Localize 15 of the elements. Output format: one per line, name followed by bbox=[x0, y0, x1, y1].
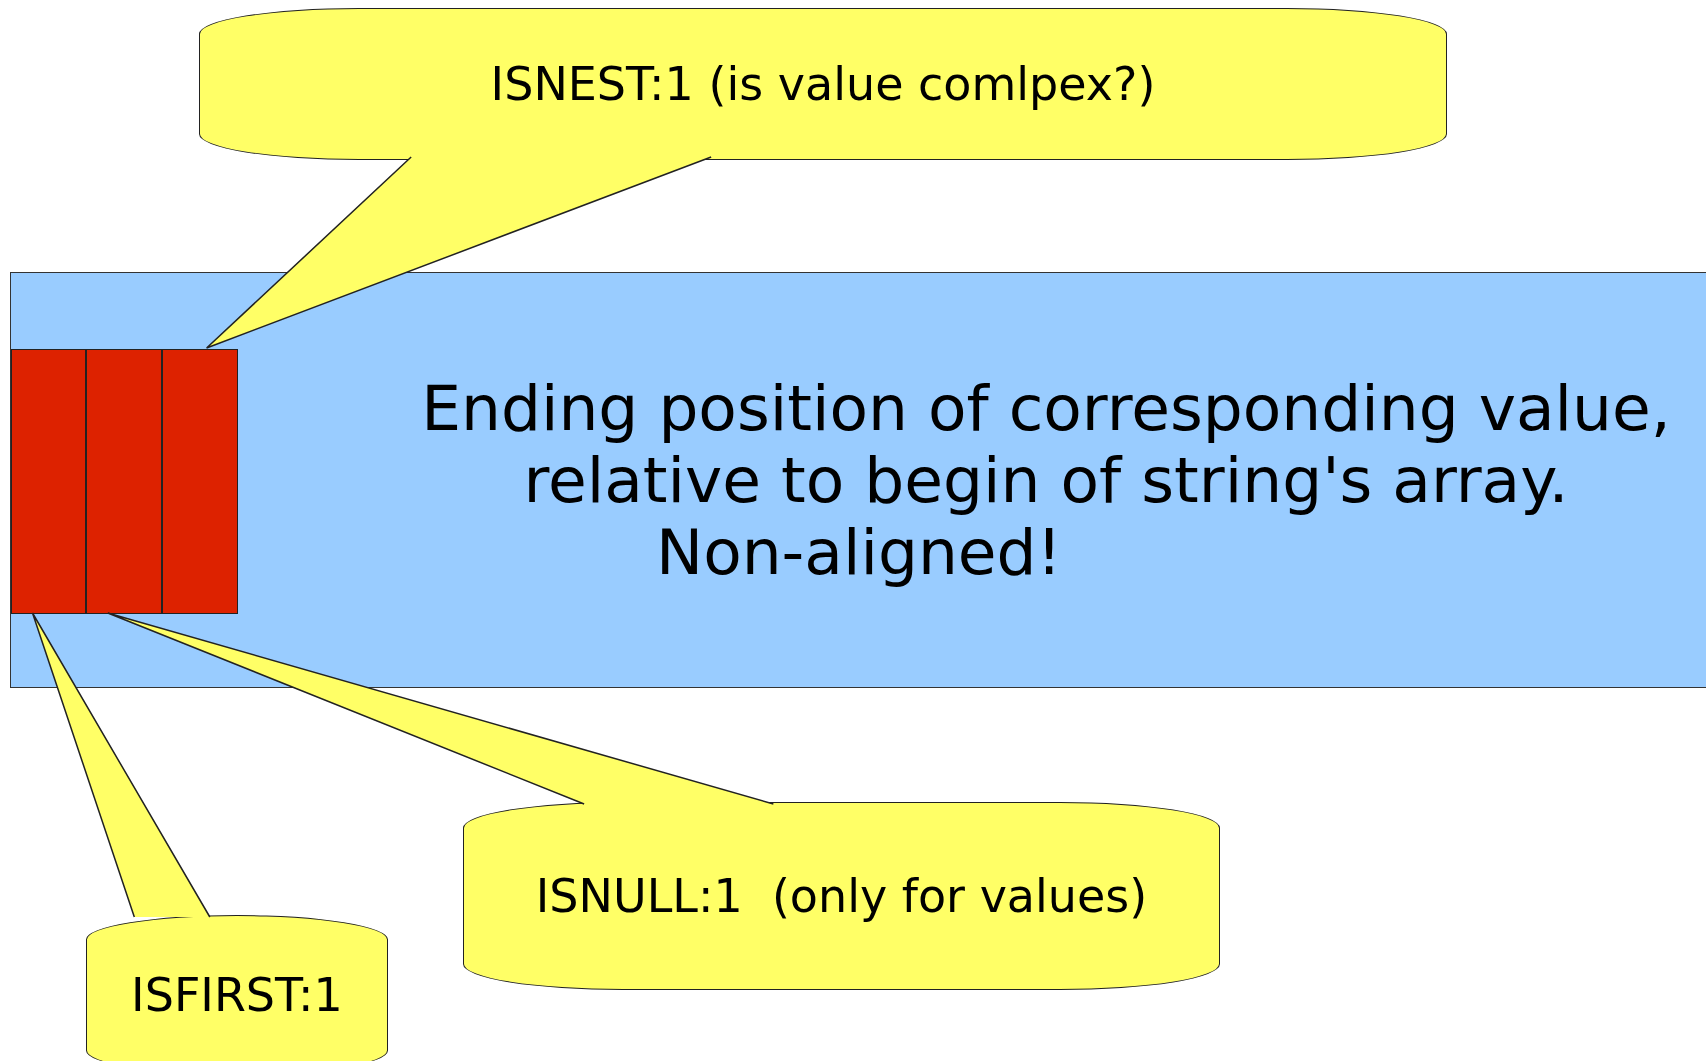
callout-pointer bbox=[107, 612, 775, 805]
callout-text: ISNEST:1 (is value comlpex?) bbox=[490, 57, 1156, 111]
speech-bubble bbox=[463, 802, 1220, 990]
description-text: Non-aligned! bbox=[656, 517, 1062, 589]
field-band bbox=[10, 272, 1706, 688]
callout-text: ISNULL:1 (only for values) bbox=[535, 869, 1148, 923]
bit-bar bbox=[162, 349, 238, 614]
bit-bar bbox=[86, 349, 162, 614]
callout-text: ISFIRST:1 bbox=[131, 968, 343, 1022]
callout-pointer bbox=[31, 612, 211, 918]
description-text: Ending position of corresponding value, relative to begin of string's array. bbox=[420, 373, 1672, 517]
callout-pointer bbox=[205, 156, 712, 349]
bit-bar bbox=[11, 349, 86, 614]
speech-bubble bbox=[86, 915, 388, 1061]
speech-bubble bbox=[199, 8, 1447, 160]
